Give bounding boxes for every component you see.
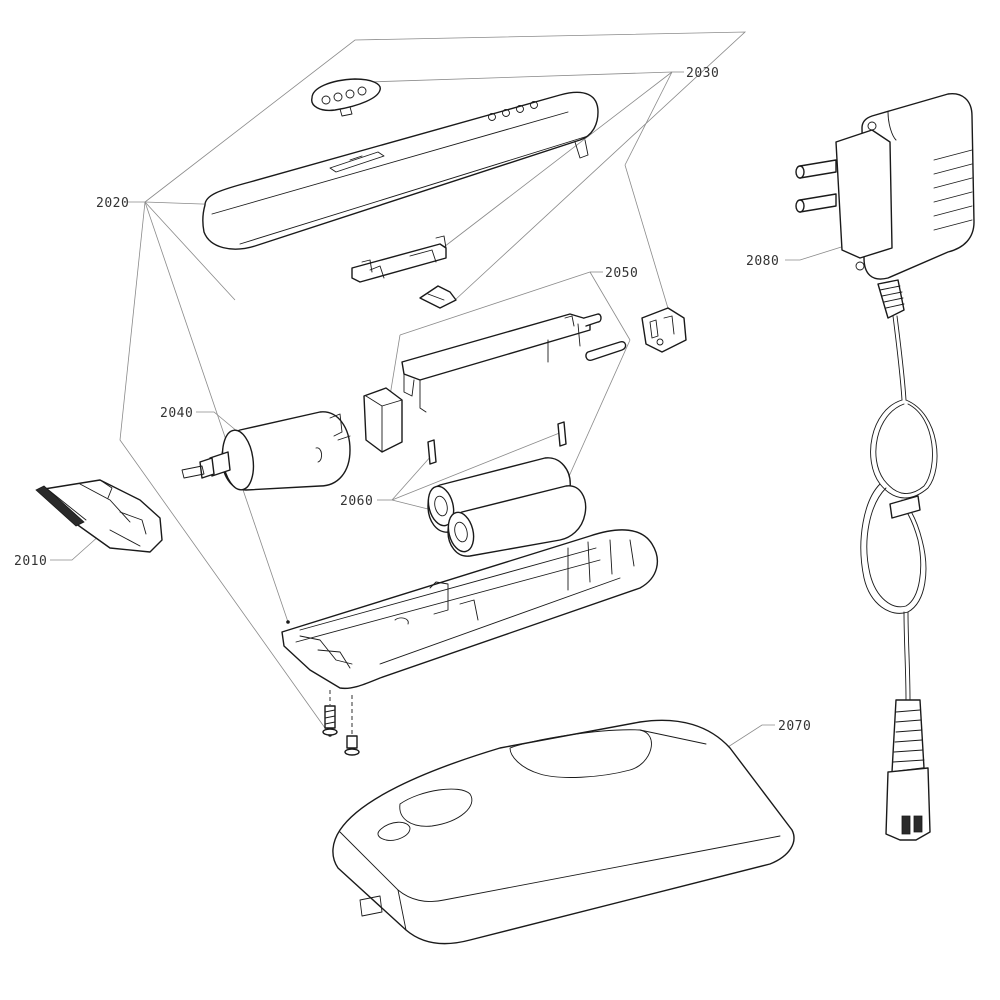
callout-2070: 2070: [778, 719, 811, 734]
leader-2060-contact1: [391, 454, 433, 501]
leader-2050-battery2: [561, 339, 631, 493]
part-socket: [641, 307, 687, 353]
part-blade-head: [35, 479, 163, 553]
part-lower-housing: [281, 529, 659, 690]
part-button-pad: [311, 78, 381, 117]
part-motor: [181, 411, 351, 491]
callout-2010: 2010: [14, 554, 47, 569]
leader-dot: [286, 620, 290, 624]
leader-2040: [196, 411, 239, 433]
leader-2030-buttons: [367, 71, 673, 83]
leader-2020-top: [144, 31, 747, 301]
leader-2050-battery: [589, 271, 631, 341]
part-spacer-block: [363, 387, 403, 453]
part-top-cover: [202, 91, 599, 250]
callout-2050: 2050: [605, 266, 638, 281]
leader-2020-screw: [119, 201, 331, 736]
leader-2030-socket: [624, 164, 674, 326]
leader-2030-switch: [439, 71, 673, 251]
part-small-clip: [419, 285, 457, 309]
callout-2040: 2040: [160, 406, 193, 421]
part-switch-bracket: [351, 235, 447, 283]
callout-2030: 2030: [686, 66, 719, 81]
part-screws: [322, 690, 360, 756]
leader-2060-contact2: [391, 431, 563, 501]
part-chassis-frame: [401, 313, 591, 413]
callout-2020: 2020: [96, 196, 129, 211]
part-contacts: [427, 421, 567, 465]
leader-2030-connector: [624, 71, 673, 166]
part-power-adapter: [795, 93, 975, 841]
part-rods: [583, 313, 627, 362]
leader-2010: [50, 534, 101, 561]
leader-2050-frame: [399, 271, 591, 336]
part-battery-cells: [427, 457, 587, 557]
callout-2080: 2080: [746, 254, 779, 269]
callout-2060: 2060: [340, 494, 373, 509]
part-charging-base: [332, 719, 795, 945]
leader-2020-housing: [144, 201, 289, 623]
callout-labels: 2020 2030 2050 2040 2060 2010 2070 2080: [14, 66, 811, 734]
leader-2020-bracket: [144, 201, 236, 301]
